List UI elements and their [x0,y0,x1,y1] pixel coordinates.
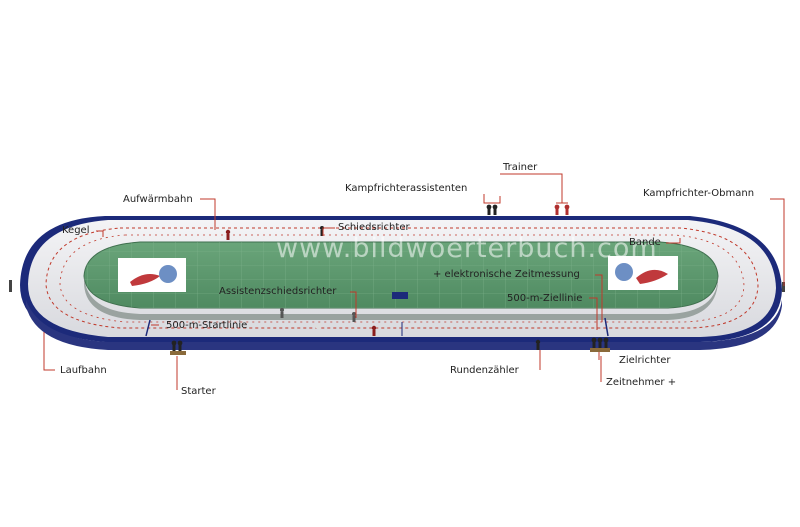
label-aufwaermbahn: Aufwärmbahn [123,194,193,205]
label-schiedsrichter: Schiedsrichter [338,222,410,233]
label-kampfrichter-obmann: Kampfrichter-Obmann [643,188,754,199]
label-zielrichter: Zielrichter [619,355,671,366]
label-laufbahn: Laufbahn [60,365,107,376]
infield-logo-right [608,256,678,290]
label-bande: Bande [629,237,661,248]
label-startlinie: 500-m-Startlinie [166,320,247,331]
label-kampfrichterassistenten: Kampfrichterassistenten [345,183,467,194]
label-rundenzaehler: Rundenzähler [450,365,520,376]
infield-logo-left [118,258,186,292]
label-kegel: Kegel [62,225,90,236]
start-line-mark [145,319,151,337]
label-assistenzschiedsrichter: Assistenzschiedsrichter [219,286,337,297]
infield-tiles [84,242,718,308]
finish-line-mark [604,317,609,337]
label-trainer: Trainer [502,162,538,173]
leader-lines [43,173,785,390]
watermark: www.bildwoerterbuch.com [276,233,658,264]
infield-edge [84,276,718,320]
label-zeitnehmer: Zeitnehmer + [606,377,676,388]
label-zeitmessung: + elektronische Zeitmessung [433,269,580,280]
infield-marker [392,292,408,299]
rink-edge [26,300,782,350]
skater-figures [225,229,377,336]
label-starter: Starter [181,386,217,397]
lane-line-outer [45,227,759,329]
official-figures [9,204,785,355]
label-ziellinie: 500-m-Ziellinie [507,293,582,304]
